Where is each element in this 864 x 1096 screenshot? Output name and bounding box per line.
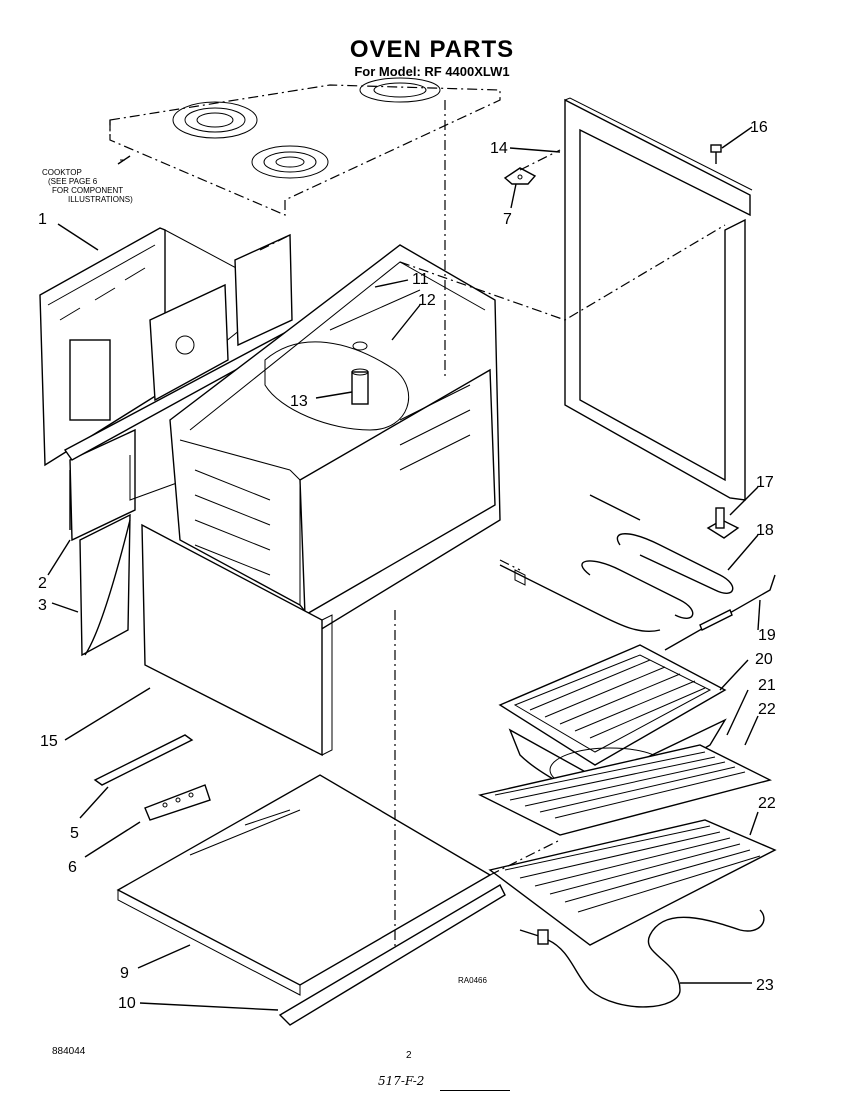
callout-2: 2 (38, 575, 47, 592)
bracket-7 (503, 167, 537, 185)
leader-lines (47, 126, 761, 1011)
cooktop-outline (109, 77, 501, 216)
callout-18: 18 (756, 522, 774, 539)
callout-19: 19 (758, 627, 776, 644)
callout-9: 9 (120, 965, 129, 982)
cooktop-note-line: (SEE PAGE 6 (48, 177, 98, 186)
side-brackets (69, 428, 136, 657)
page-title: OVEN PARTS (349, 36, 515, 63)
callout-23: 23 (756, 977, 774, 994)
callout-12: 12 (418, 292, 436, 309)
callout-13: 13 (290, 393, 308, 410)
trim-strips (93, 734, 211, 821)
callout-22: 22 (758, 701, 776, 718)
heating-elements (499, 494, 776, 651)
callout-21: 21 (758, 677, 776, 694)
door-frame (564, 97, 753, 501)
doc-number: 884044 (52, 1046, 86, 1057)
callout-7: 7 (503, 211, 512, 228)
screw-16 (710, 144, 722, 164)
oven-racks (477, 744, 777, 946)
back-panel (39, 227, 293, 467)
handwritten-underline (440, 1090, 510, 1091)
callout-1: 1 (38, 211, 47, 228)
callout-6: 6 (68, 859, 77, 876)
image-ref-code: RA0466 (458, 976, 487, 985)
callout-3: 3 (38, 597, 47, 614)
assembly-lines (259, 100, 726, 950)
cooktop-note-line: FOR COMPONENT (52, 186, 124, 195)
callout-numbers: 1 2 3 5 6 7 9 10 11 12 13 14 15 16 17 18… (38, 119, 776, 1012)
callout-10: 10 (118, 995, 136, 1012)
callout-20: 20 (755, 651, 773, 668)
sensor-wire (519, 909, 765, 1008)
callout-11: 11 (412, 271, 429, 288)
oven-cavity (169, 244, 501, 631)
bottom-panel (116, 774, 506, 1026)
callout-14: 14 (490, 140, 508, 157)
front-panel (141, 523, 333, 757)
cooktop-note-line: COOKTOP (42, 168, 82, 177)
callout-16: 16 (750, 119, 768, 136)
handwritten-code: 517-F-2 (378, 1074, 425, 1088)
model-line: For Model: RF 4400XLW1 (354, 64, 510, 79)
callout-15: 15 (40, 733, 58, 750)
callout-5: 5 (70, 825, 79, 842)
cooktop-note-line: ILLUSTRATIONS) (68, 195, 133, 204)
callout-17: 17 (756, 474, 774, 491)
leveler-17 (706, 507, 740, 539)
callout-22: 22 (758, 795, 776, 812)
cooktop-note: COOKTOP (SEE PAGE 6 FOR COMPONENT ILLUST… (42, 168, 192, 204)
page-number: 2 (406, 1050, 412, 1061)
